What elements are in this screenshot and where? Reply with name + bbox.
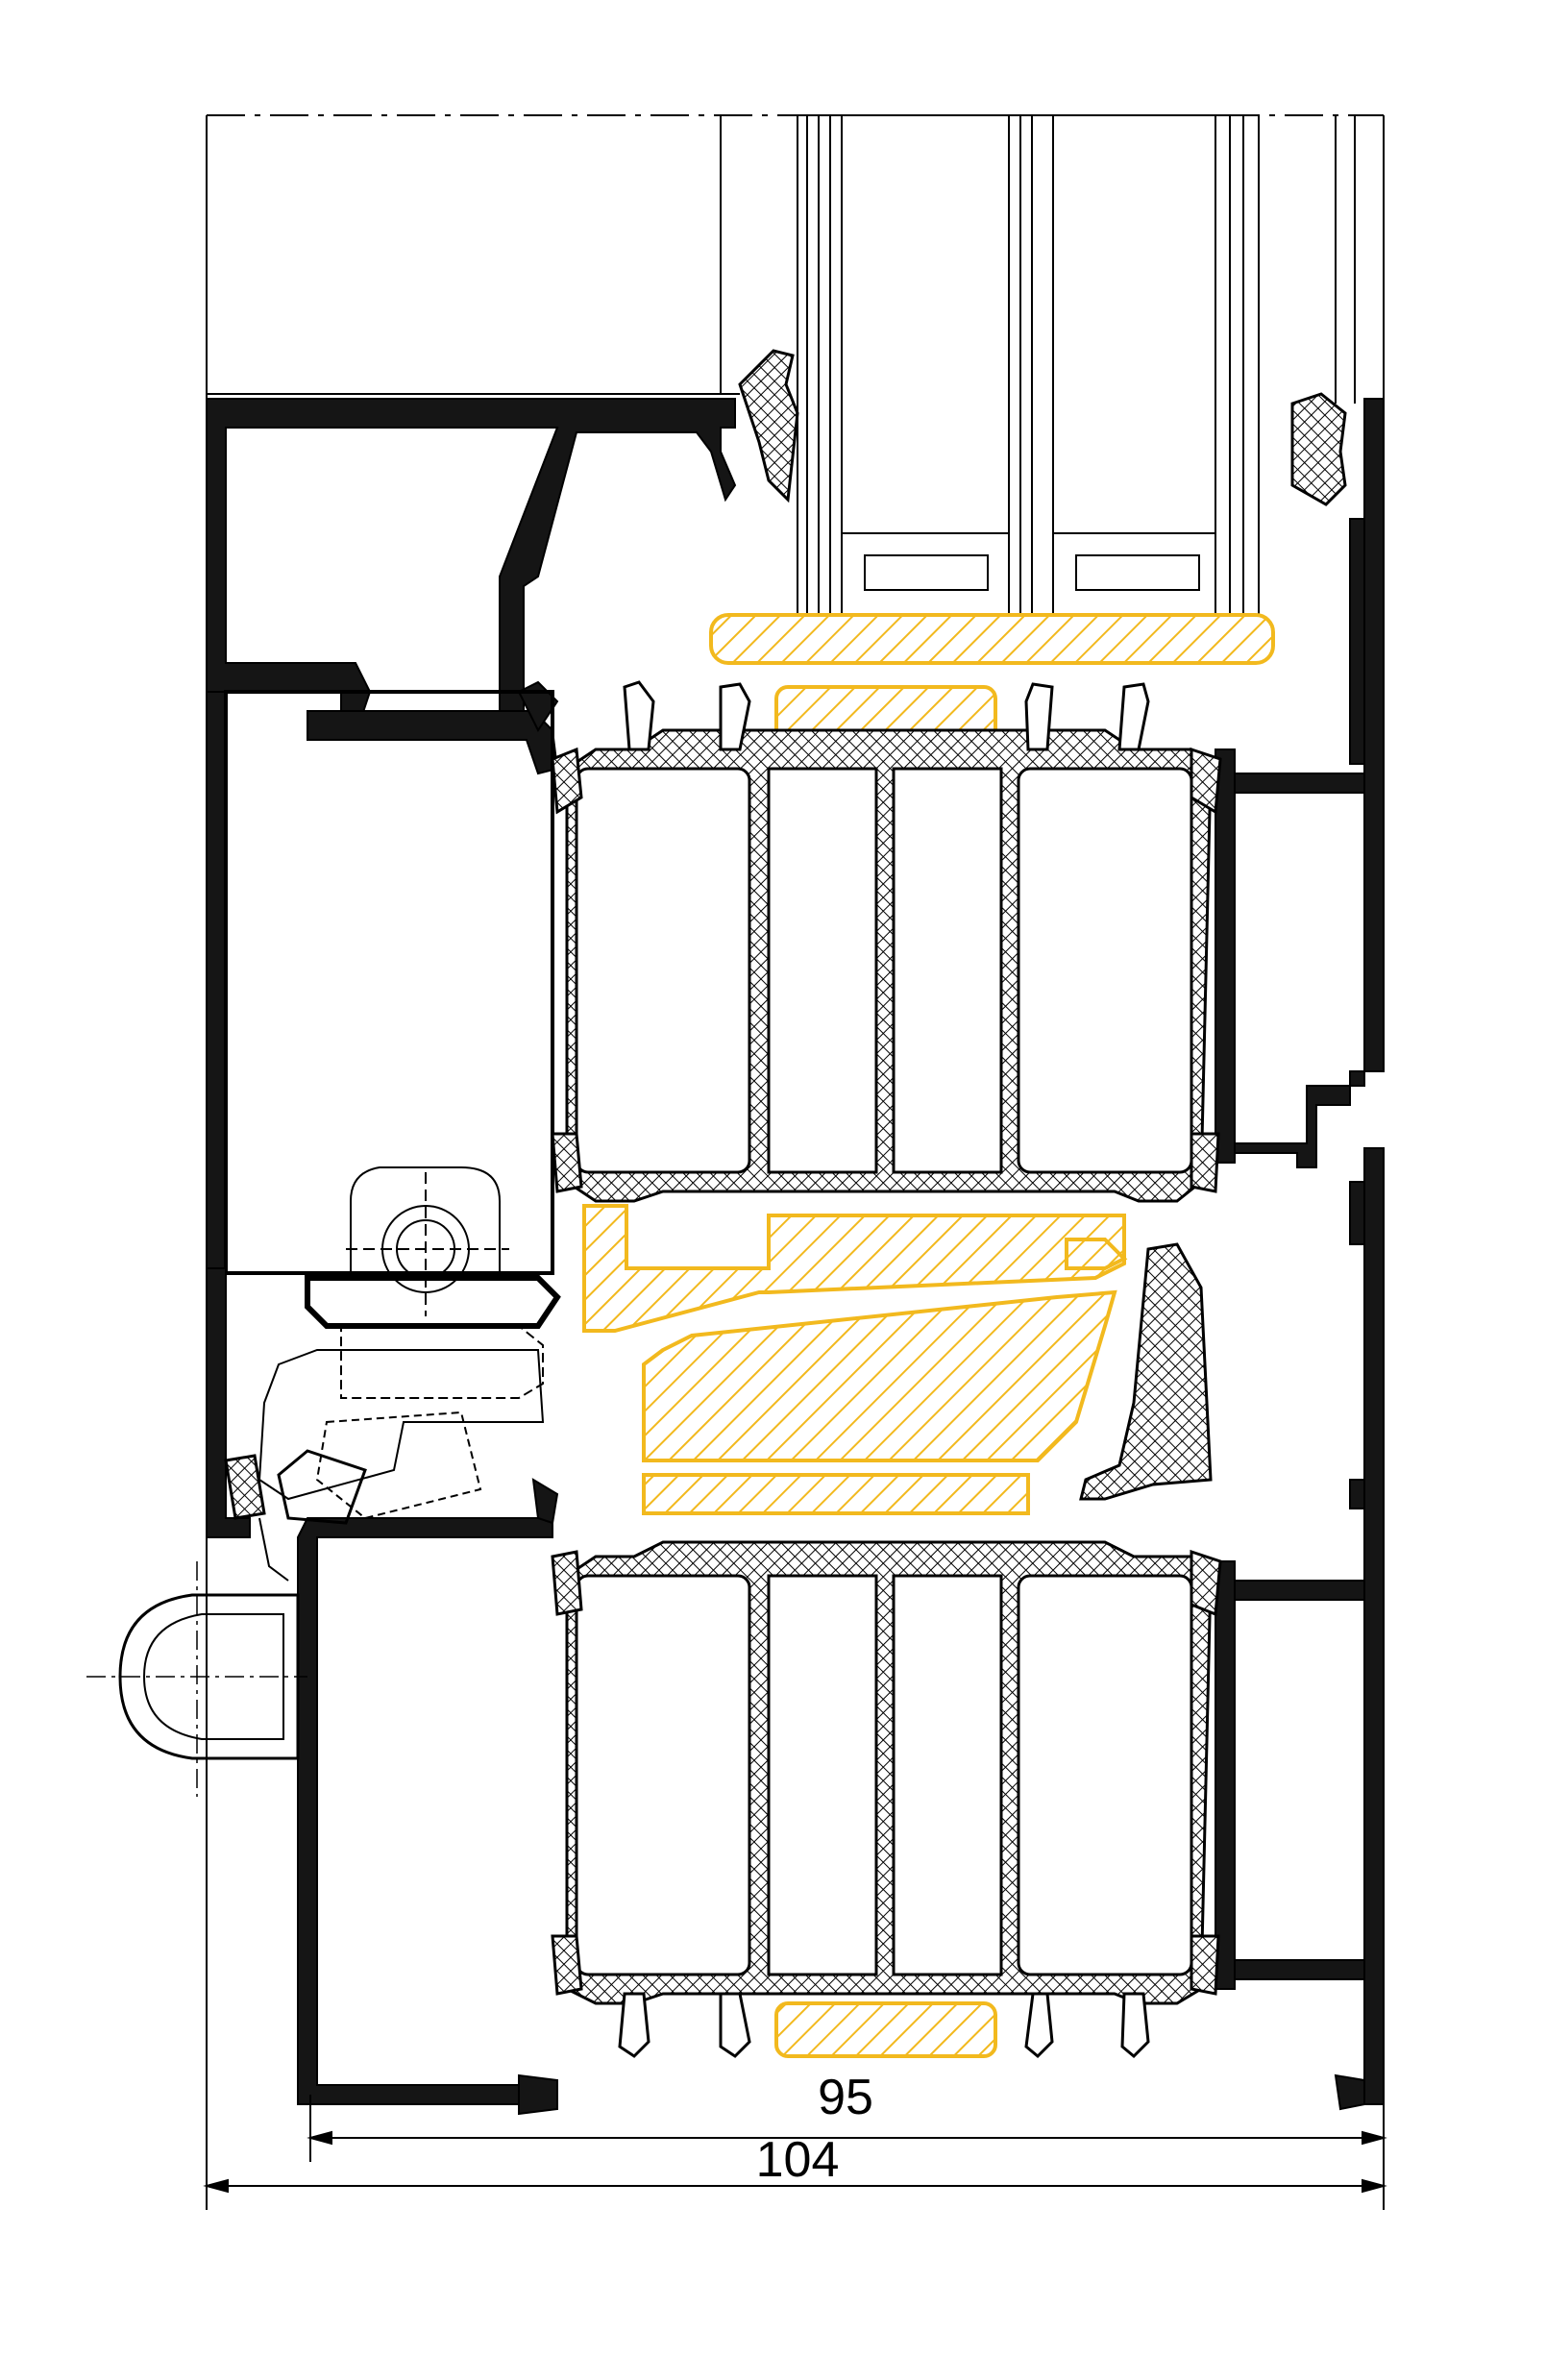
handle [86, 1561, 307, 1797]
insulation-strip [709, 613, 1275, 2058]
frame-profile-right [1215, 398, 1385, 2111]
dimension-lines [203, 2095, 1387, 2210]
sash-chamber [224, 690, 554, 1275]
weather-strip [1079, 1242, 1213, 1501]
clip-connectors [618, 680, 1150, 2059]
chamber-lower [575, 1574, 1193, 1976]
dimension-label-95: 95 [818, 2070, 873, 2125]
dimension-label-104: 104 [756, 2132, 840, 2188]
glazing-unit [797, 114, 1356, 616]
thermal-insert [582, 1204, 1128, 1515]
seal-gaskets [224, 747, 1222, 1996]
glazing-gasket [738, 349, 1347, 506]
hinge-hardware [258, 1166, 545, 1582]
chamber-upper [575, 767, 1193, 1174]
frame-profile-left [206, 1267, 561, 2116]
